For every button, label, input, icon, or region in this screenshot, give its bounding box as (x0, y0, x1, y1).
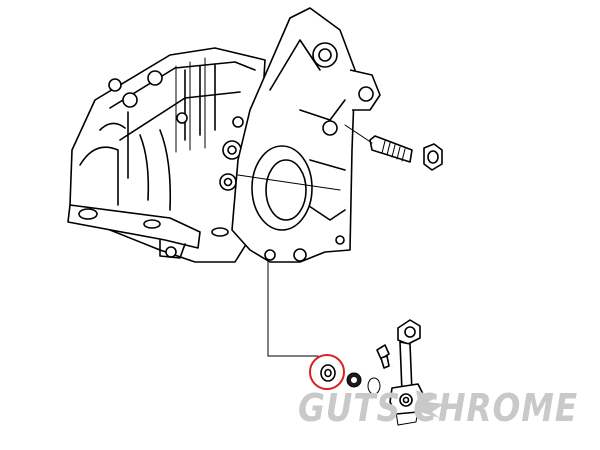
screw (376, 344, 390, 369)
watermark-logo: GUTS CHROME (298, 386, 577, 430)
o-ring (367, 377, 381, 395)
leader-line (267, 259, 319, 357)
transmission-case (67, 47, 266, 263)
highlight-circle (309, 354, 345, 390)
highlighted-nut (309, 354, 345, 390)
side-cover-plate (231, 7, 381, 263)
flame-icon (416, 390, 444, 418)
shift-lever-arm (389, 319, 425, 426)
hex-nut (423, 143, 443, 171)
washer (346, 372, 362, 388)
shaft-axis-line (237, 174, 341, 191)
stud-bolt (344, 124, 413, 163)
